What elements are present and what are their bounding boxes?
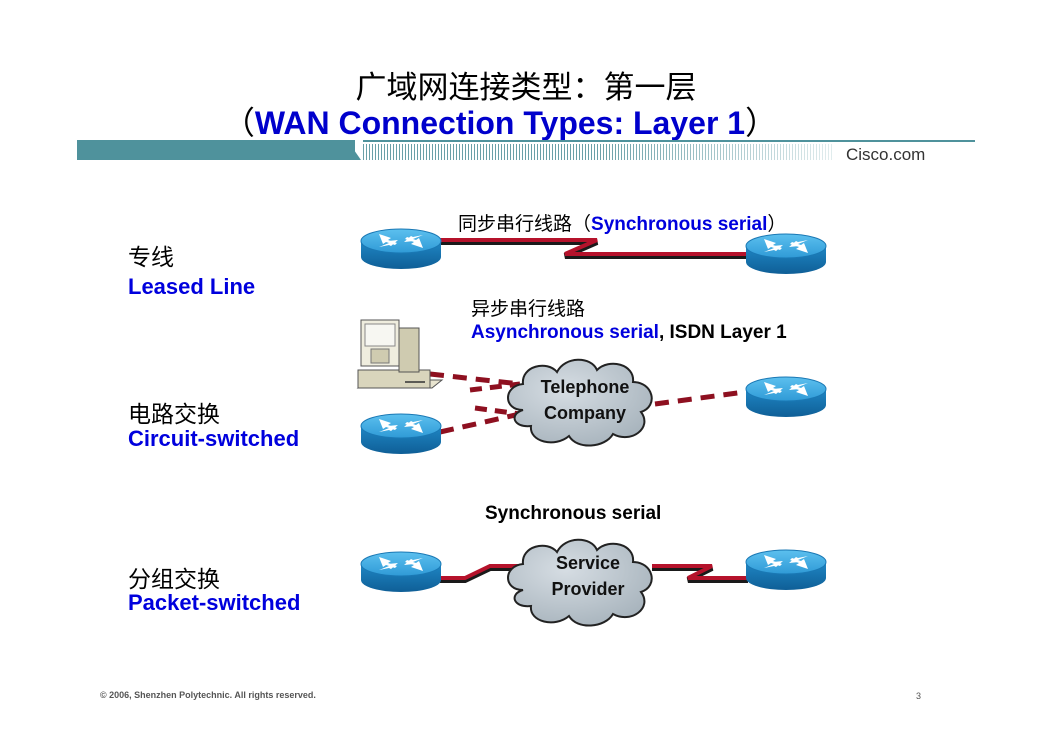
router-icon	[360, 228, 442, 270]
category-packet-cn: 分组交换	[128, 567, 220, 593]
cloud-label-telephone: Telephone	[541, 377, 630, 397]
circuit-caption-black: , ISDN Layer 1	[658, 322, 787, 343]
router-icon	[745, 233, 827, 275]
category-circuit-en: Circuit-switched	[128, 426, 300, 451]
category-circuit-cn: 电路交换	[128, 402, 220, 428]
title-close-paren: ）	[745, 104, 778, 142]
circuit-caption-blue: Asynchronous serial	[471, 322, 659, 343]
brand-logo-text: Cisco.com	[846, 145, 926, 164]
slide-title-english: （WAN Connection Types: Layer 1）	[0, 98, 1000, 144]
router-icon	[745, 549, 827, 591]
banner-top-line	[363, 140, 975, 142]
circuit-caption-cn: 异步串行线路	[471, 298, 586, 320]
router-icon	[360, 413, 442, 455]
leased-caption-close: ）	[767, 213, 787, 235]
leased-caption: 同步串行线路（Synchronous serial）	[458, 209, 786, 236]
router-icon	[745, 376, 827, 418]
slide-title-chinese: 广域网连接类型：第一层	[355, 70, 697, 106]
leased-caption-en: Synchronous serial	[591, 214, 768, 235]
banner-slant	[347, 140, 361, 160]
banner-solid-bar	[77, 140, 355, 160]
header-banner	[77, 140, 975, 160]
category-leased-en: Leased Line	[128, 274, 256, 299]
category-leased-cn: 专线	[128, 245, 174, 271]
leased-caption-cn: 同步串行线路（	[458, 213, 592, 235]
router-icon	[360, 551, 442, 593]
dialup-dashed-links	[429, 371, 746, 435]
leased-serial-link	[440, 238, 748, 259]
footer-copyright: © 2006, Shenzhen Polytechnic. All rights…	[100, 690, 316, 700]
pc-workstation-icon	[356, 319, 444, 389]
title-open-paren: （	[222, 104, 255, 142]
circuit-caption-en: Asynchronous serial, ISDN Layer 1	[471, 322, 787, 344]
packet-serial-links	[440, 564, 748, 583]
cloud-label-provider: Provider	[551, 579, 624, 599]
cloud-label-company: Company	[544, 403, 626, 423]
packet-caption: Synchronous serial	[485, 503, 662, 524]
page-number: 3	[916, 691, 922, 701]
category-packet-en: Packet-switched	[128, 590, 301, 615]
title-english-text: WAN Connection Types: Layer 1	[254, 105, 746, 141]
banner-stripes	[363, 144, 833, 160]
cloud-label-service: Service	[556, 553, 620, 573]
